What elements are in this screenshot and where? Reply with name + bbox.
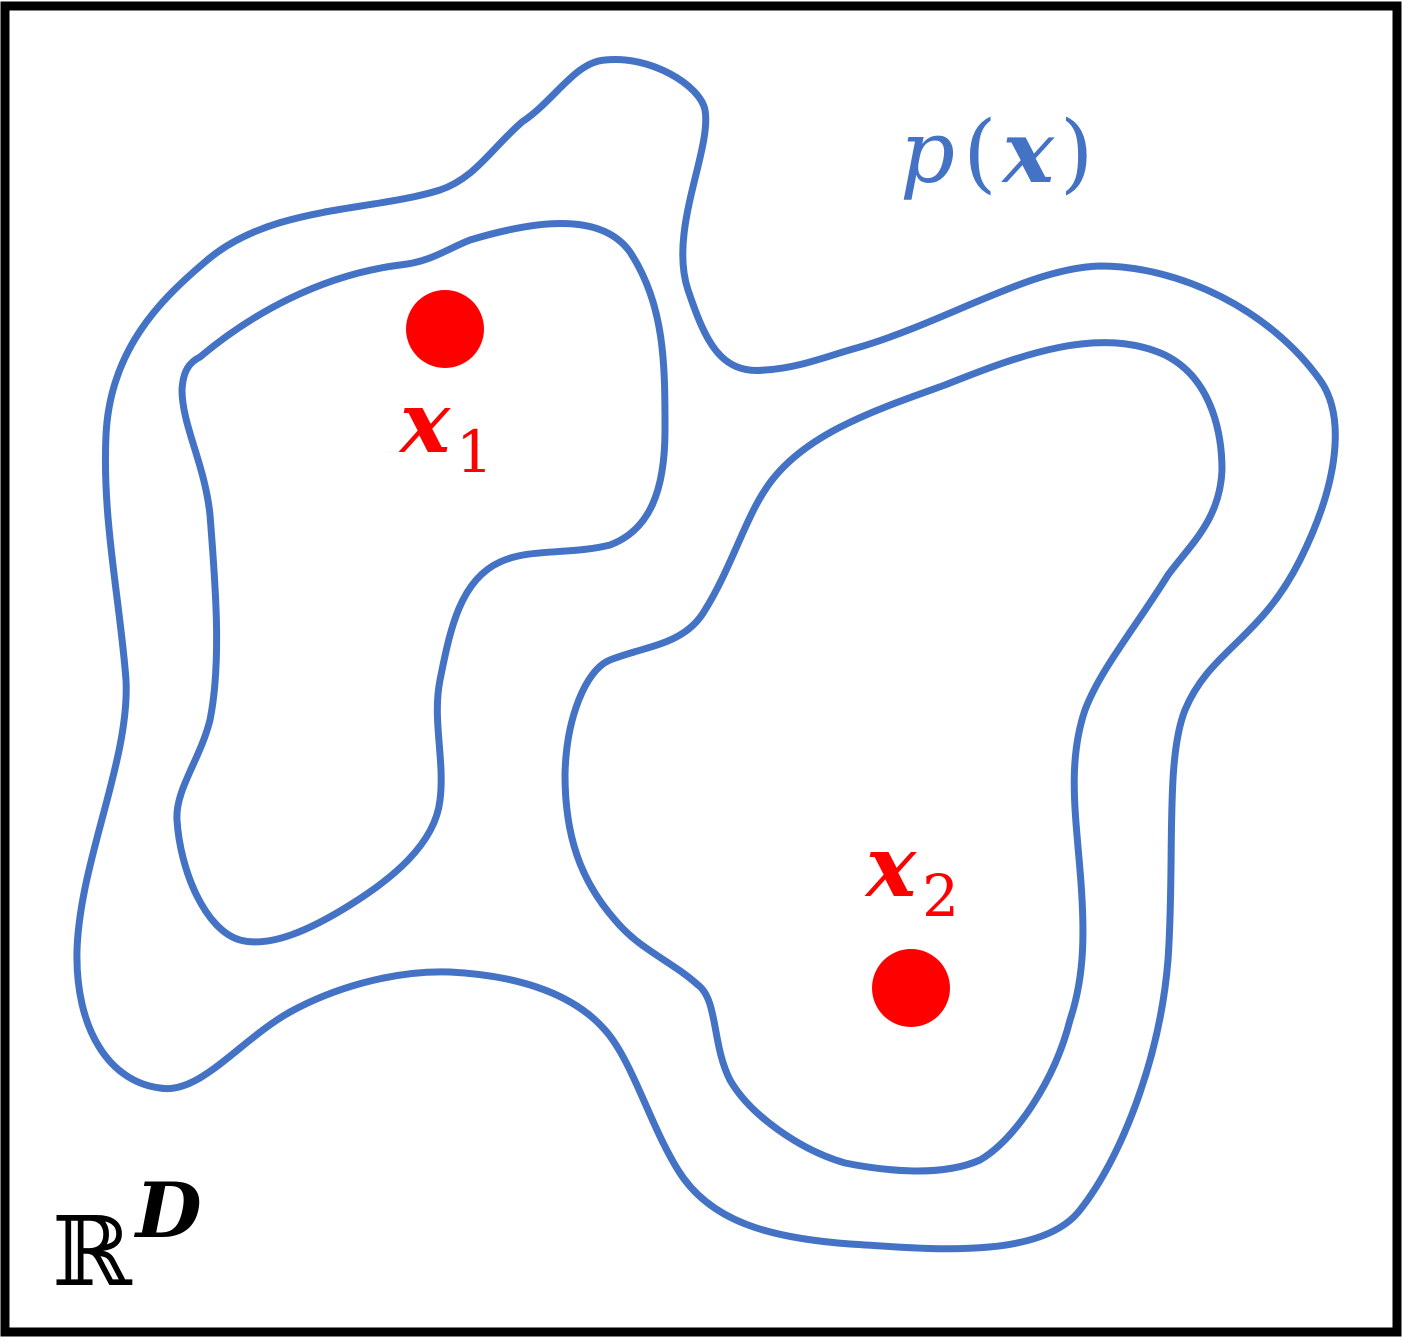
point-x1 [406,290,484,368]
inner-contour-1 [173,220,669,946]
density-label-p: p [900,103,955,203]
point-x2-label-base: x [864,817,917,916]
inner-contour-2 [561,339,1226,1175]
space-label-base: ℝ [52,1196,133,1308]
density-label-close-paren: ) [1060,103,1094,203]
point-x1-label-subscript: 1 [456,418,493,486]
point-x1-label-base: x [398,373,451,472]
density-label-open-paren: ( [963,103,997,203]
density-label: p(x) [900,102,1093,203]
space-label: ℝD [52,1166,202,1308]
outer-contour [73,55,1339,1253]
density-label-x: x [1001,102,1056,203]
point-x2 [872,949,950,1027]
space-label-superscript: D [134,1166,202,1255]
point-x2-label-subscript: 2 [922,862,959,930]
